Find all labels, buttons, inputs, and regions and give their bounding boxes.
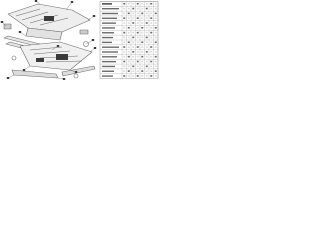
callout-number — [22, 69, 26, 71]
callout-number — [93, 47, 97, 49]
callout-number — [70, 1, 74, 3]
table-row — [100, 73, 158, 77]
table-row — [100, 25, 158, 29]
callout-leaders — [0, 0, 97, 80]
table-row — [100, 10, 158, 15]
callout-number — [0, 21, 4, 23]
callout-number — [18, 31, 22, 33]
table-row — [100, 20, 158, 24]
callout-number — [91, 39, 95, 41]
callout-number — [92, 15, 96, 17]
table-row — [100, 6, 158, 10]
table-row — [100, 49, 158, 53]
table-row — [100, 30, 158, 34]
callout-number — [74, 71, 78, 73]
callout-number — [56, 45, 60, 47]
parts-list-table — [99, 1, 159, 79]
exploded-parts-diagram — [0, 0, 97, 80]
table-row — [100, 68, 158, 72]
callout-number — [6, 77, 10, 79]
table-row — [100, 63, 158, 68]
rear-floor-pan — [19, 41, 93, 71]
table-row — [100, 15, 158, 20]
callout-leader — [65, 1, 73, 11]
upper-floor-panel — [7, 3, 91, 41]
parts-diagram-page — [0, 0, 160, 80]
callout-number — [62, 78, 66, 80]
table-row — [100, 59, 158, 63]
table-row — [100, 1, 158, 5]
callout-number — [34, 0, 38, 2]
table-row — [100, 44, 158, 48]
table-row — [100, 35, 158, 39]
table-row — [100, 54, 158, 58]
table-row — [100, 39, 158, 44]
small-brackets — [3, 23, 89, 79]
